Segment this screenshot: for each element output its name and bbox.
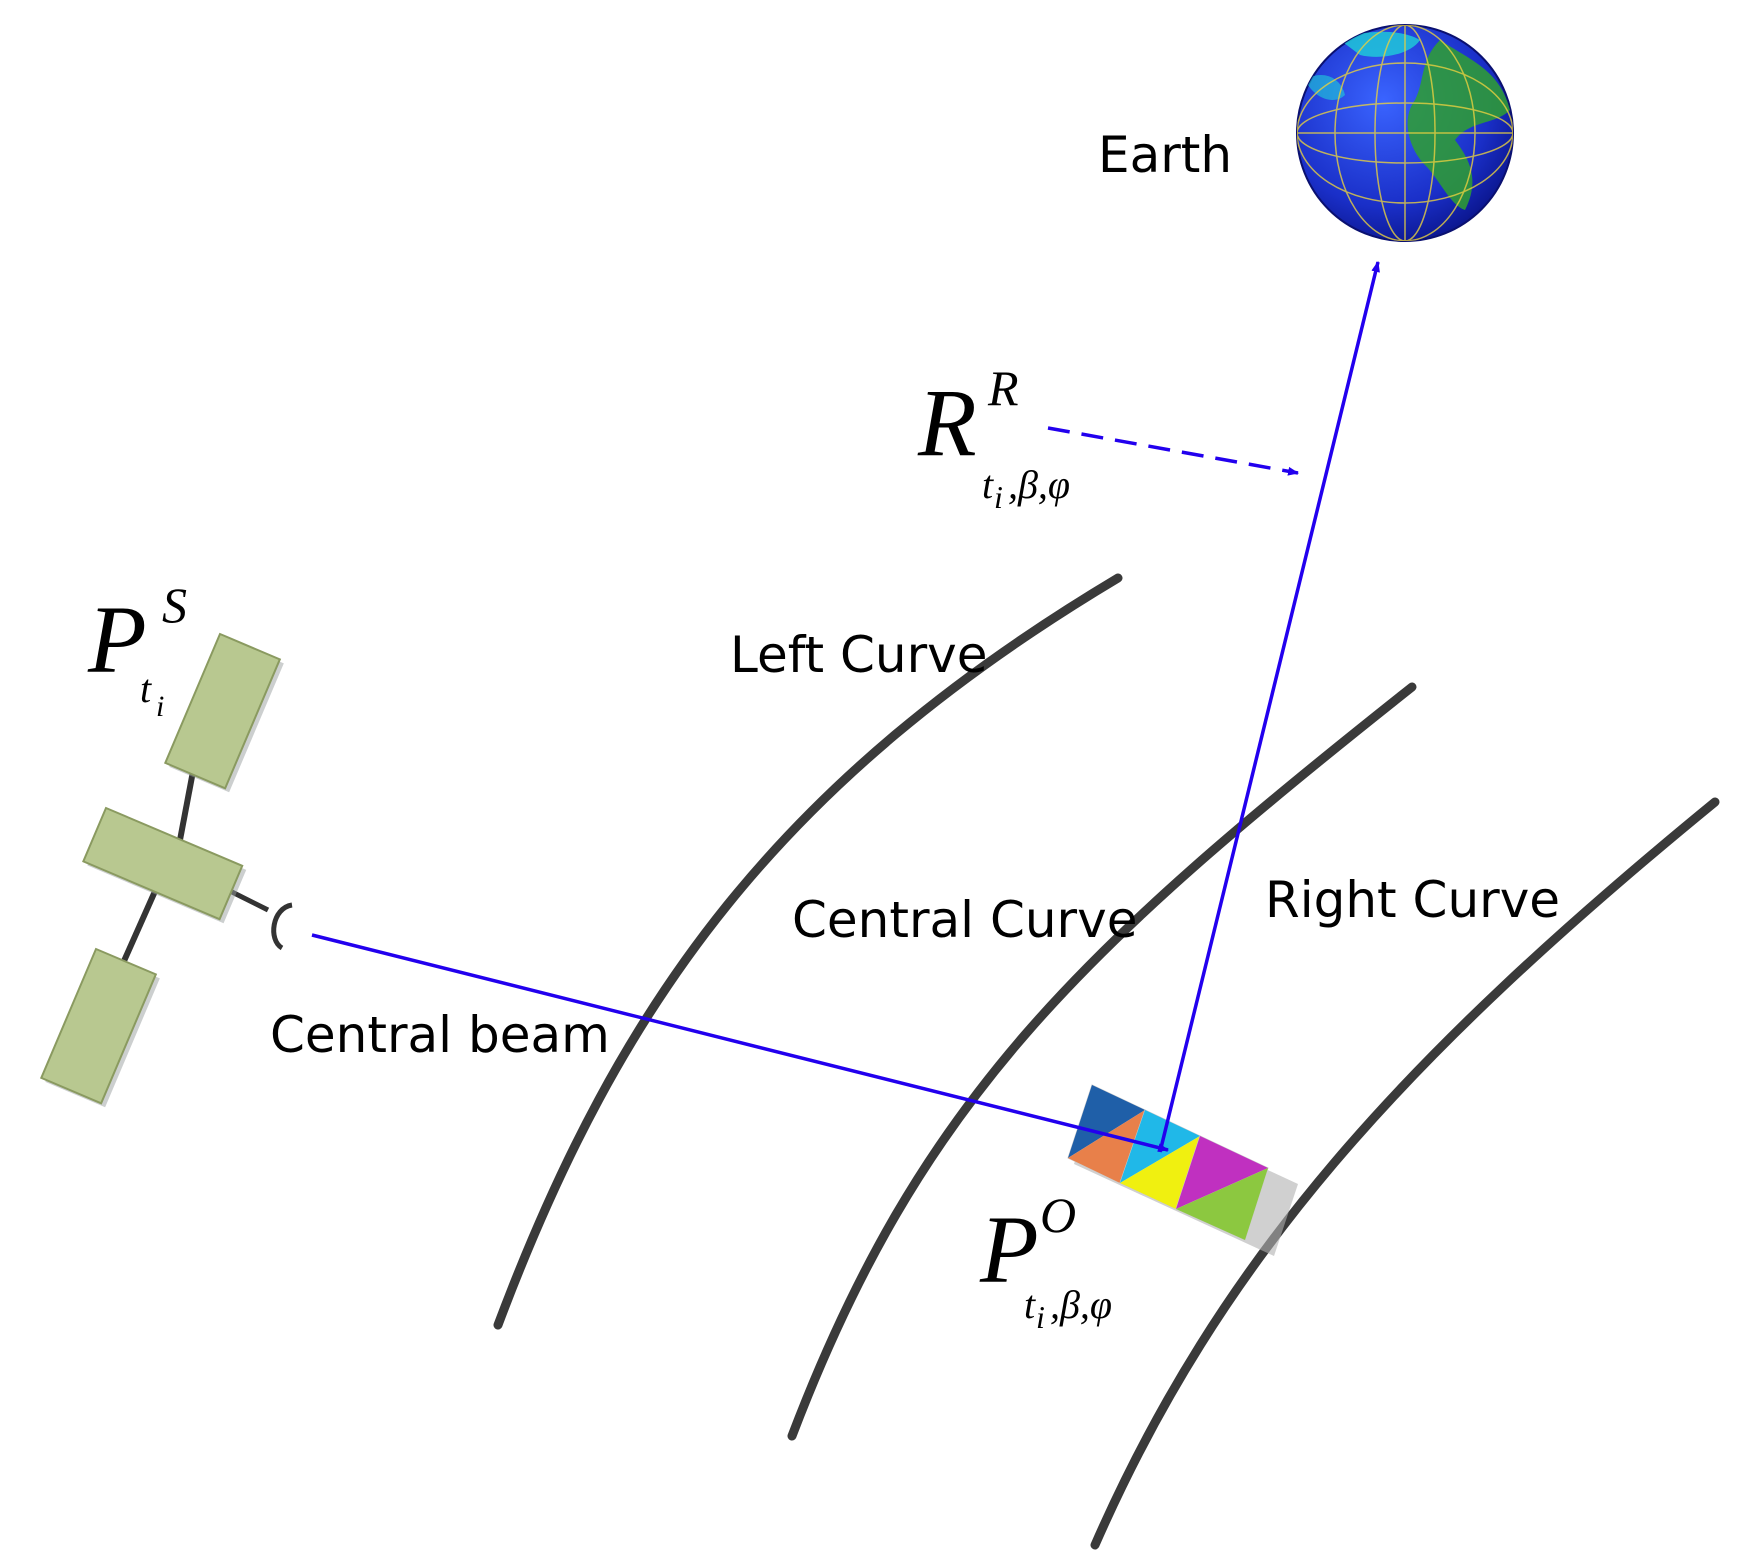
right-curve [1090,797,1720,1550]
central-beam-label: Central beam [270,1006,610,1064]
svg-text:t: t [1024,1282,1036,1327]
satellite-icon [39,632,293,1108]
left-curve-label: Left Curve [730,626,987,684]
svg-text:i: i [1036,1299,1045,1335]
svg-text:t: t [982,462,994,507]
left-curve [493,573,1123,1330]
target-facets-icon [1067,1084,1298,1256]
svg-text:S: S [162,577,187,633]
reflection-vector-pointer [1047,426,1300,476]
observation-point-symbol: P O t i ,β,φ [979,1187,1112,1335]
earth-globe-icon [1296,24,1514,242]
central-curve-label: Central Curve [792,891,1137,949]
svg-text:t: t [140,666,152,711]
svg-text:R: R [987,360,1019,416]
svg-text:i: i [994,479,1003,515]
svg-text:,β,φ: ,β,φ [1008,462,1070,507]
earth-label: Earth [1098,126,1232,184]
solar-panel-bottom [39,947,160,1108]
reflection-vector-symbol: R R t i ,β,φ [917,360,1070,515]
satellite-body [82,806,247,924]
svg-text:P: P [87,586,147,693]
reflection-beam-line [1158,260,1380,1153]
svg-text:O: O [1040,1187,1076,1243]
svg-text:P: P [979,1196,1039,1303]
solar-panel-top [163,632,284,793]
central-curve [787,682,1417,1441]
svg-text:,β,φ: ,β,φ [1050,1282,1112,1327]
svg-text:R: R [917,369,977,476]
svg-text:i: i [156,690,164,723]
central-beam-line [311,933,1170,1152]
satellite-position-symbol: P S t i [87,577,187,723]
right-curve-label: Right Curve [1265,871,1560,929]
